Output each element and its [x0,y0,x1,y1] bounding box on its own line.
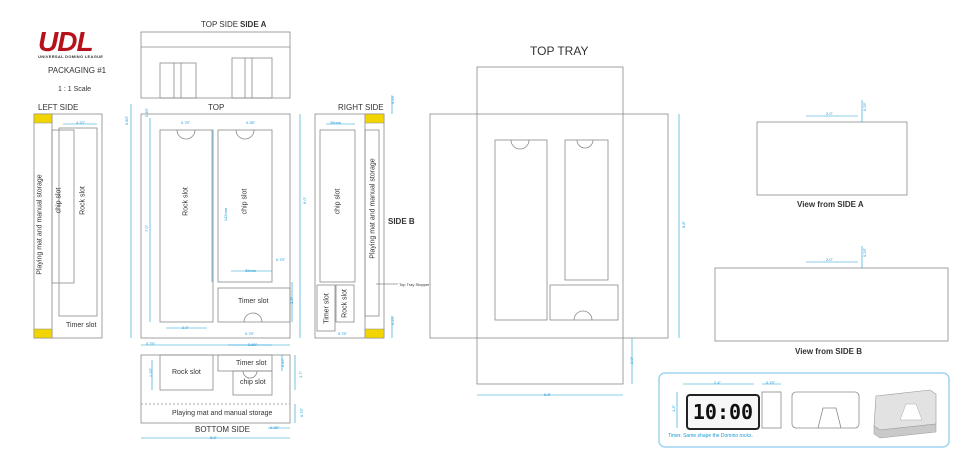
dim-bottom-mat-height: 0.75" [299,407,305,418]
top-rock-slot-label: Rock slot [182,187,190,216]
dim-timer-panel-height: 1.3" [670,405,676,412]
dim-tray-width: 5.8" [544,392,551,397]
dim-right-chip-width: 36mm [330,120,342,125]
bottom-rock-slot-label: Rock slot [172,369,201,376]
view-side-b-box [714,267,949,342]
dim-timer-height: 1.2" [288,297,294,304]
top-tray-title: TOP TRAY [530,44,589,58]
left-playing-mat-label: Playing mat and manual storage [36,174,44,275]
udl-logo: UDL UNIVERSAL DOMINO LEAGUE [38,26,114,60]
dim-side-a-height: 0.25" [862,101,868,112]
dim-right-top-margin: 0.25" [390,94,396,105]
right-side-title: RIGHT SIDE [338,103,384,112]
dim-right-rock-gap: 0.75" [338,331,348,336]
timer-3d-icon [873,389,937,439]
top-side-outline [140,31,291,99]
dim-left-width: 4.20" [76,120,86,125]
side-b-title: SIDE B [388,217,415,226]
dim-top-height: 6.0" [301,197,307,204]
bottom-timer-slot-label: Timer slot [236,360,267,367]
tray-stopper-label: Top Tray Stopper [399,282,430,287]
left-side-title: LEFT SIDE [38,103,79,112]
dim-chip-height: 142mm [223,207,229,222]
bottom-side-outline [140,354,291,424]
timer-note: Timer. Same shape the Domino rocks. [668,433,753,439]
logo-mark: UDL [38,26,94,57]
left-rock-slot-label: Rock slot [79,186,87,215]
left-chip-slot-label: chip slot [55,187,63,214]
top-side-title: TOP SIDE [201,20,239,29]
right-side-tab-top [364,113,385,124]
right-side-outline [314,113,385,339]
dim-top-notch-a: 0.75" [181,120,191,125]
scale-label: 1 : 1 Scale [58,86,92,93]
dim-top-margin: 0.80" [124,115,130,126]
left-side-tab-top [33,113,53,124]
top-timer-slot-label: Timer slot [238,298,269,305]
bottom-chip-slot-label: chip slot [240,379,266,386]
dim-tray-flap: 2.0" [628,357,634,364]
dim-rock-height: 7.0" [143,225,149,232]
top-chip-slot-label: chip slot [241,188,249,215]
dim-side-b-width: 2.0" [826,257,833,262]
side-a-title: SIDE A [240,20,267,29]
top-tray-outer [429,113,669,339]
right-side-tab-bottom [364,328,385,339]
dim-side-a-width: 2.0" [826,111,833,116]
left-side-outline [33,113,103,339]
bottom-playing-mat-label: Playing mat and manual storage [172,410,273,417]
dim-tray-height: 8.8" [680,221,686,228]
dim-side-b-height: 0.25" [862,247,868,258]
dim-timer-width: 2.4" [714,380,721,385]
dim-bottom-width: 5.8" [210,435,217,440]
dim-bottom-right-margin: 0.25" [270,425,280,430]
view-side-a-box [756,121,908,196]
right-chip-slot-label: chip slot [334,188,342,215]
dim-top-notch-b: 0.35" [246,120,256,125]
view-side-b-title: View from SIDE B [795,347,862,356]
dim-top-inner-margin: 0.35" [144,107,150,118]
packaging-label: PACKAGING #1 [48,66,107,75]
logo-tagline: UNIVERSAL DOMINO LEAGUE [38,54,104,59]
left-timer-slot-label: Timer slot [66,322,97,329]
left-side-tab-bottom [33,328,53,339]
dim-timer-notch: 0.75" [245,331,255,336]
dim-timer-depth: 0.75" [766,380,776,385]
dim-bottom-left-margin: 0.75" [146,341,156,346]
bottom-side-title: BOTTOM SIDE [195,425,250,434]
dim-rock-width: 2.0" [182,325,189,330]
dim-bottom-rock-height: 1.25" [148,367,154,378]
right-rock-slot-label: Rock slot [341,289,349,318]
dim-bottom-timer-height: 0.45" [280,357,286,368]
dim-right-bottom-margin: 0.25" [390,315,396,326]
dim-bottom-height: 1.7" [297,371,303,378]
dim-bottom-timer-width: 2.60" [248,342,258,347]
timer-display: 10:00 [686,394,760,430]
dim-chip-width: 39mm [245,268,257,273]
view-side-a-title: View from SIDE A [797,200,864,209]
right-timer-slot-label: Timer slot [323,293,331,324]
dim-chip-gap: 0.75" [276,257,286,262]
timer-panel [658,372,950,448]
top-title: TOP [208,103,225,112]
top-view-outline [140,113,291,339]
right-playing-mat-label: Playing mat and manual storage [369,158,377,259]
